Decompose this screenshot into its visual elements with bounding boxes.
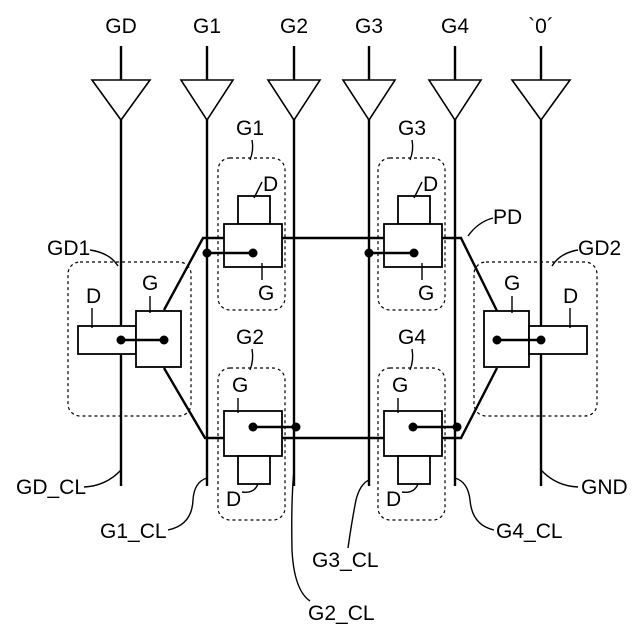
g2-line-dot — [292, 423, 301, 432]
leader-g2 — [250, 349, 253, 370]
g2-drain-leader — [242, 484, 258, 492]
g3-gate-label: G — [418, 282, 434, 305]
line-label-g4: G4 — [441, 15, 469, 38]
group-label-g4: G4 — [398, 326, 426, 349]
cl-leader-gnd — [541, 470, 578, 487]
leader-gd1 — [90, 250, 118, 266]
g1-gate-dot — [249, 249, 258, 258]
cl-label-g3: G3_CL — [312, 549, 379, 572]
input-triangle-g1-icon — [181, 80, 233, 120]
cl-leader-g1 — [168, 478, 207, 530]
cl-leader-gd — [84, 470, 121, 487]
cl-leader-g2 — [292, 470, 310, 601]
input-triangle-g3-icon — [343, 80, 395, 120]
gd2-gate-label: G — [504, 272, 520, 295]
g3-line-dot — [365, 249, 374, 258]
g4-drain-leader — [402, 484, 418, 492]
g2-drain-label: D — [226, 488, 241, 511]
cl-label-gnd: GND — [581, 476, 628, 499]
g4-gate-box — [384, 411, 442, 456]
line-label-g2: G2 — [280, 15, 308, 38]
gd2-contact-dot — [537, 336, 546, 345]
group-label-gd2: GD2 — [578, 237, 621, 260]
leader-g4 — [410, 349, 413, 370]
group-label-g3: G3 — [398, 117, 426, 140]
line-label-gd: GD — [105, 15, 137, 38]
leader-pd — [468, 218, 493, 236]
g3-gate-dot — [410, 249, 419, 258]
cl-leader-g4 — [455, 478, 494, 530]
input-triangle-g4-icon — [429, 80, 481, 120]
g3-drain-box — [398, 196, 430, 224]
gd1-gate-label: G — [142, 272, 158, 295]
cl-leader-g3 — [348, 480, 369, 548]
leader-g3 — [410, 140, 413, 160]
g4-drain-label: D — [386, 488, 401, 511]
g1-gate-label: G — [258, 282, 274, 305]
g2-gate-label: G — [232, 374, 248, 397]
leader-gd2 — [552, 250, 578, 266]
g1-drain-box — [238, 196, 270, 224]
gd2-drain-label: D — [563, 285, 578, 308]
cl-label-g2: G2_CL — [308, 602, 375, 625]
cl-label-g1: G1_CL — [100, 520, 167, 543]
g1-gate-box — [224, 224, 282, 267]
line-label-g3: G3 — [355, 15, 383, 38]
group-label-pd: PD — [493, 206, 522, 229]
leader-g1 — [250, 140, 253, 160]
input-triangle-gd-icon — [92, 80, 150, 120]
input-triangle-zero-icon — [512, 80, 570, 120]
g2-gate-box — [224, 411, 282, 456]
g4-gate-label: G — [392, 374, 408, 397]
gd1-drain-label: D — [86, 285, 101, 308]
gd1-contact-dot — [117, 336, 126, 345]
group-label-g1: G1 — [236, 117, 264, 140]
g2-gate-dot — [249, 423, 258, 432]
g1-line-dot — [203, 249, 212, 258]
cl-label-gd: GD_CL — [16, 476, 86, 499]
cl-label-g4: G4_CL — [496, 520, 563, 543]
group-label-g2: G2 — [236, 326, 264, 349]
g4-line-dot — [453, 423, 462, 432]
g4-drain-box — [398, 456, 430, 484]
gd2-gate-dot — [493, 336, 502, 345]
g4-gate-dot — [409, 423, 418, 432]
g2-drain-box — [238, 456, 270, 484]
gd1-gate-dot — [160, 336, 169, 345]
g3-gate-box — [384, 224, 442, 267]
input-triangle-g2-icon — [268, 80, 320, 120]
line-label-g1: G1 — [193, 15, 221, 38]
group-label-gd1: GD1 — [47, 237, 90, 260]
line-label-zero: `0´ — [528, 15, 554, 38]
pd-top-wire — [164, 238, 498, 313]
g3-drain-label: D — [423, 173, 438, 196]
g1-drain-label: D — [263, 173, 278, 196]
